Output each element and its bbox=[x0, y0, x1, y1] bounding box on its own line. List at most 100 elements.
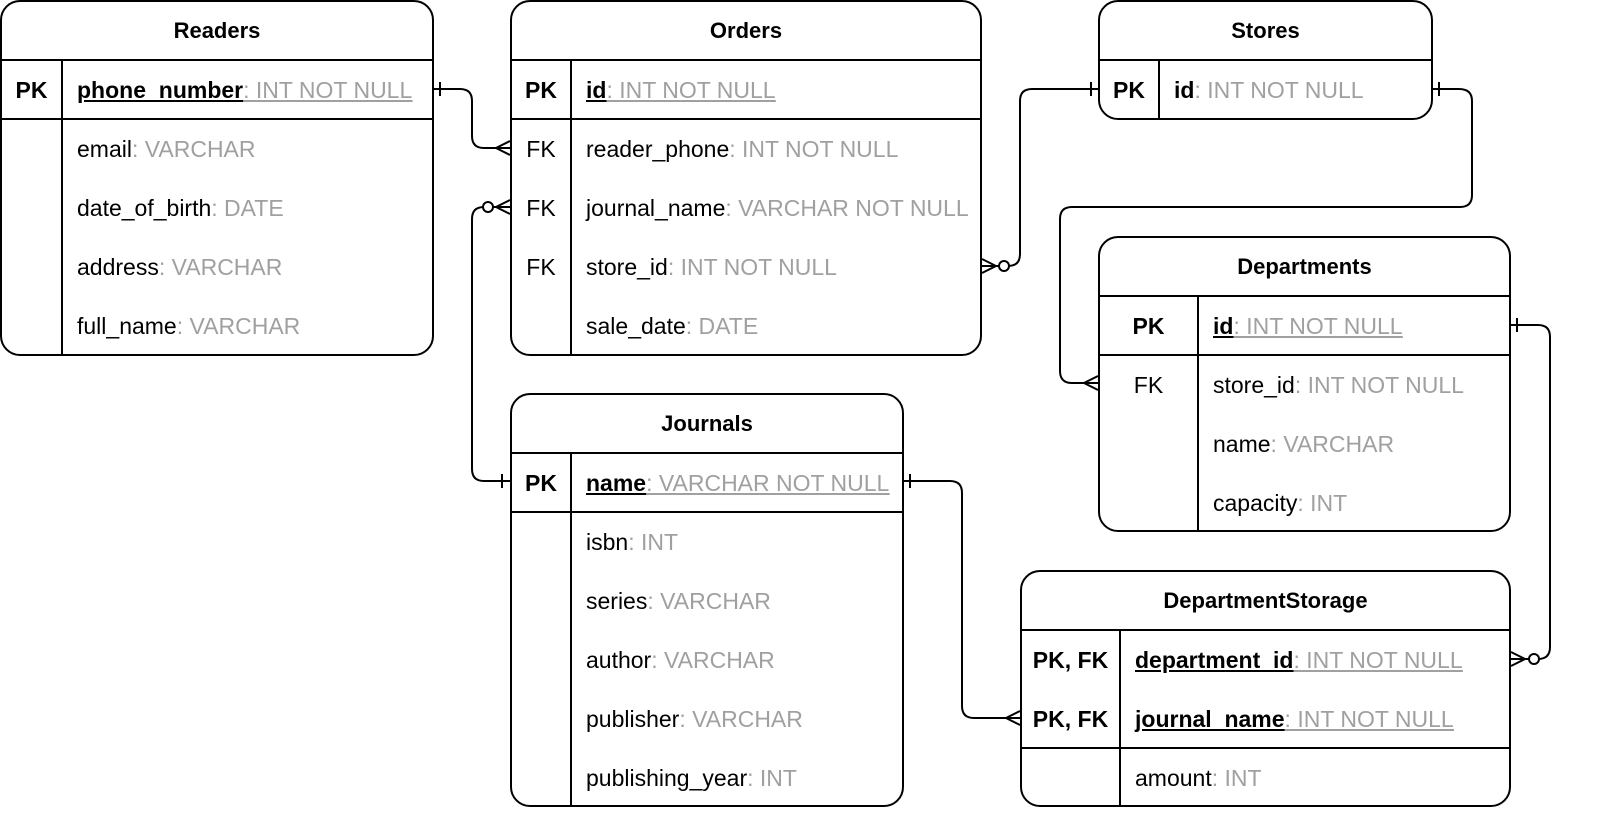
entity-readers[interactable]: Readers PK phone_number: INT NOT NULL em… bbox=[0, 0, 434, 356]
field-name: store_id bbox=[1213, 372, 1295, 398]
field-name: id bbox=[1213, 313, 1234, 339]
key-label bbox=[512, 297, 572, 354]
field-type: : INT NOT NULL bbox=[729, 136, 899, 162]
field-store-id: store_id: INT NOT NULL bbox=[1213, 356, 1464, 415]
field-amount: amount: INT bbox=[1135, 749, 1262, 805]
field-name: sale_date bbox=[586, 313, 686, 339]
field-type: : INT bbox=[1211, 765, 1262, 791]
field-capacity: capacity: INT bbox=[1213, 474, 1348, 530]
field-type: : INT NOT NULL bbox=[1194, 77, 1364, 103]
field-name: series bbox=[586, 588, 648, 614]
key-label bbox=[512, 513, 572, 572]
entity-departments[interactable]: Departments PK id: INT NOT NULL FK store… bbox=[1098, 236, 1511, 532]
key-label: FK bbox=[1100, 356, 1199, 415]
relation-departments-departmentstorage bbox=[1510, 318, 1551, 667]
table-row: FK store_id: INT NOT NULL bbox=[1100, 356, 1509, 415]
key-label bbox=[512, 631, 572, 690]
field-name: email bbox=[77, 136, 132, 162]
entity-title: Readers bbox=[2, 2, 432, 61]
field-phone-number: phone_number: INT NOT NULL bbox=[77, 61, 412, 118]
table-row: PK name: VARCHAR NOT NULL bbox=[512, 454, 902, 513]
table-row: FK store_id: INT NOT NULL bbox=[512, 238, 980, 297]
table-row: isbn: INT bbox=[512, 513, 902, 572]
field-date-of-birth: date_of_birth: DATE bbox=[77, 179, 284, 238]
key-label: FK bbox=[512, 179, 572, 238]
field-type: : INT NOT NULL bbox=[1293, 647, 1463, 673]
table-row: FK reader_phone: INT NOT NULL bbox=[512, 120, 980, 179]
field-name: address bbox=[77, 254, 159, 280]
key-label bbox=[2, 297, 63, 354]
field-type: : INT bbox=[1297, 490, 1348, 516]
field-type: : INT NOT NULL bbox=[606, 77, 776, 103]
key-label bbox=[1022, 749, 1121, 805]
table-row: name: VARCHAR bbox=[1100, 415, 1509, 474]
table-row: PK id: INT NOT NULL bbox=[1100, 61, 1431, 118]
entity-journals[interactable]: Journals PK name: VARCHAR NOT NULL isbn:… bbox=[510, 393, 904, 807]
field-type: : VARCHAR bbox=[176, 313, 301, 339]
field-type: : INT NOT NULL bbox=[1233, 313, 1403, 339]
field-type: : VARCHAR bbox=[679, 706, 803, 732]
field-store-id: store_id: INT NOT NULL bbox=[586, 238, 837, 297]
table-row: sale_date: DATE bbox=[512, 297, 980, 354]
key-label bbox=[2, 120, 63, 179]
field-type: : VARCHAR bbox=[1270, 431, 1395, 457]
table-row: PK id: INT NOT NULL bbox=[1100, 297, 1509, 356]
table-row: series: VARCHAR bbox=[512, 572, 902, 631]
field-name: isbn bbox=[586, 529, 629, 555]
key-label: PK, FK bbox=[1022, 631, 1121, 690]
key-label bbox=[1100, 415, 1199, 474]
field-full-name: full_name: VARCHAR bbox=[77, 297, 301, 354]
table-row: date_of_birth: DATE bbox=[2, 179, 432, 238]
field-name: date_of_birth bbox=[77, 195, 212, 221]
field-name: author bbox=[586, 647, 652, 673]
field-name: publisher bbox=[586, 706, 680, 732]
field-type: : INT NOT NULL bbox=[1294, 372, 1464, 398]
field-name: reader_phone bbox=[586, 136, 730, 162]
key-label bbox=[512, 749, 572, 805]
field-sale-date: sale_date: DATE bbox=[586, 297, 758, 354]
field-name: name bbox=[1213, 431, 1271, 457]
field-publishing-year: publishing_year: INT bbox=[586, 749, 797, 805]
key-label: FK bbox=[512, 120, 572, 179]
field-type: : INT NOT NULL bbox=[667, 254, 837, 280]
field-name: publishing_year bbox=[586, 765, 748, 791]
key-label: PK bbox=[1100, 297, 1199, 354]
field-type: : INT bbox=[747, 765, 797, 791]
table-row: PK, FK department_id: INT NOT NULL bbox=[1022, 631, 1509, 690]
entity-title: Orders bbox=[512, 2, 980, 61]
field-name: phone_number bbox=[77, 77, 244, 103]
entity-department-storage[interactable]: DepartmentStorage PK, FK department_id: … bbox=[1020, 570, 1511, 807]
field-journal-name: journal_name: INT NOT NULL bbox=[1135, 690, 1454, 747]
field-series: series: VARCHAR bbox=[586, 572, 771, 631]
entity-title: Departments bbox=[1100, 238, 1509, 297]
field-type: : VARCHAR NOT NULL bbox=[725, 195, 969, 221]
table-row: author: VARCHAR bbox=[512, 631, 902, 690]
field-type: : INT NOT NULL bbox=[1284, 706, 1454, 732]
field-name: name bbox=[586, 470, 647, 496]
field-name: journal_name bbox=[586, 195, 726, 221]
entity-orders[interactable]: Orders PK id: INT NOT NULL FK reader_pho… bbox=[510, 0, 982, 356]
table-row: amount: INT bbox=[1022, 749, 1509, 805]
key-label: PK bbox=[512, 454, 572, 511]
entity-title: Journals bbox=[512, 395, 902, 454]
field-type: : VARCHAR bbox=[158, 254, 283, 280]
table-row: capacity: INT bbox=[1100, 474, 1509, 530]
key-label bbox=[2, 238, 63, 297]
entity-title: Stores bbox=[1100, 2, 1431, 61]
table-row: FK journal_name: VARCHAR NOT NULL bbox=[512, 179, 980, 238]
field-name: name: VARCHAR NOT NULL bbox=[586, 454, 889, 511]
table-row: PK id: INT NOT NULL bbox=[512, 61, 980, 120]
table-row: address: VARCHAR bbox=[2, 238, 432, 297]
field-name: name: VARCHAR bbox=[1213, 415, 1394, 474]
key-label bbox=[512, 572, 572, 631]
field-name: capacity bbox=[1213, 490, 1298, 516]
entity-stores[interactable]: Stores PK id: INT NOT NULL bbox=[1098, 0, 1433, 120]
key-label: PK, FK bbox=[1022, 690, 1121, 747]
field-type: : VARCHAR NOT NULL bbox=[646, 470, 890, 496]
field-email: email: VARCHAR bbox=[77, 120, 256, 179]
relation-journals-orders bbox=[471, 199, 511, 488]
field-publisher: publisher: VARCHAR bbox=[586, 690, 803, 749]
relation-stores-departments bbox=[1059, 82, 1473, 391]
field-type: : VARCHAR bbox=[131, 136, 256, 162]
field-name: department_id bbox=[1135, 647, 1294, 673]
